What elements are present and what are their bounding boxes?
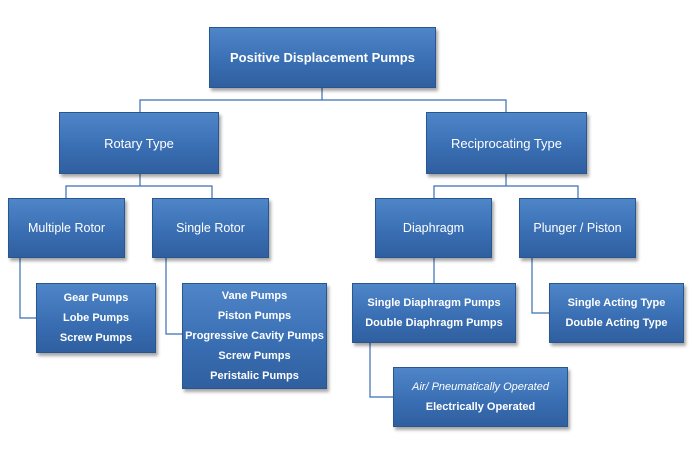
- list-item: Single Diaphragm Pumps: [367, 297, 501, 309]
- list-item: Electrically Operated: [425, 401, 536, 413]
- list-item: Progressive Cavity Pumps: [185, 330, 324, 342]
- diaphragm-label: Diaphragm: [402, 221, 465, 235]
- list-item: Piston Pumps: [217, 310, 292, 322]
- list-item: Air/ Pneumatically Operated: [412, 381, 549, 393]
- connector-root: [139, 88, 507, 112]
- list-item: Gear Pumps: [63, 292, 129, 304]
- multiple-rotor-label: Multiple Rotor: [27, 221, 106, 235]
- single-rotor-label: Single Rotor: [176, 221, 245, 235]
- connector-multiple-rotor: [19, 258, 36, 319]
- rotary-type-label: Rotary Type: [104, 135, 174, 151]
- list-item: Double Acting Type: [565, 317, 668, 329]
- reciprocating-type-node: Reciprocating Type: [426, 112, 587, 174]
- plunger-piston-label: Plunger / Piston: [533, 221, 622, 235]
- plunger-piston-node: Plunger / Piston: [519, 198, 636, 258]
- plunger-piston-list: Single Acting Type Double Acting Type: [549, 283, 684, 343]
- single-rotor-list: Vane Pumps Piston Pumps Progressive Cavi…: [182, 283, 327, 389]
- diaphragm-list: Single Diaphragm Pumps Double Diaphragm …: [352, 283, 516, 343]
- rotary-type-node: Rotary Type: [59, 112, 219, 174]
- list-item: Vane Pumps: [221, 290, 288, 302]
- root-title: Positive Displacement Pumps: [230, 50, 415, 65]
- multiple-rotor-node: Multiple Rotor: [8, 198, 125, 258]
- list-item: Peristalic Pumps: [210, 370, 299, 382]
- multiple-rotor-list: Gear Pumps Lobe Pumps Screw Pumps: [36, 283, 156, 353]
- list-item: Double Diaphragm Pumps: [365, 317, 503, 329]
- connector-rotary: [65, 174, 213, 198]
- connector-plunger: [531, 258, 549, 314]
- list-item: Single Acting Type: [567, 297, 666, 309]
- connector-reciprocating: [433, 174, 579, 198]
- list-item: Screw Pumps: [59, 332, 133, 344]
- reciprocating-type-label: Reciprocating Type: [450, 135, 563, 151]
- connector-diaphragm-operation: [369, 343, 393, 398]
- diaphragm-node: Diaphragm: [375, 198, 492, 258]
- connector-single-rotor: [165, 258, 182, 335]
- list-item: Lobe Pumps: [62, 312, 129, 324]
- root-node: Positive Displacement Pumps: [209, 27, 436, 88]
- list-item: Screw Pumps: [218, 350, 291, 362]
- diaphragm-operation-list: Air/ Pneumatically Operated Electrically…: [393, 367, 568, 427]
- single-rotor-node: Single Rotor: [152, 198, 269, 258]
